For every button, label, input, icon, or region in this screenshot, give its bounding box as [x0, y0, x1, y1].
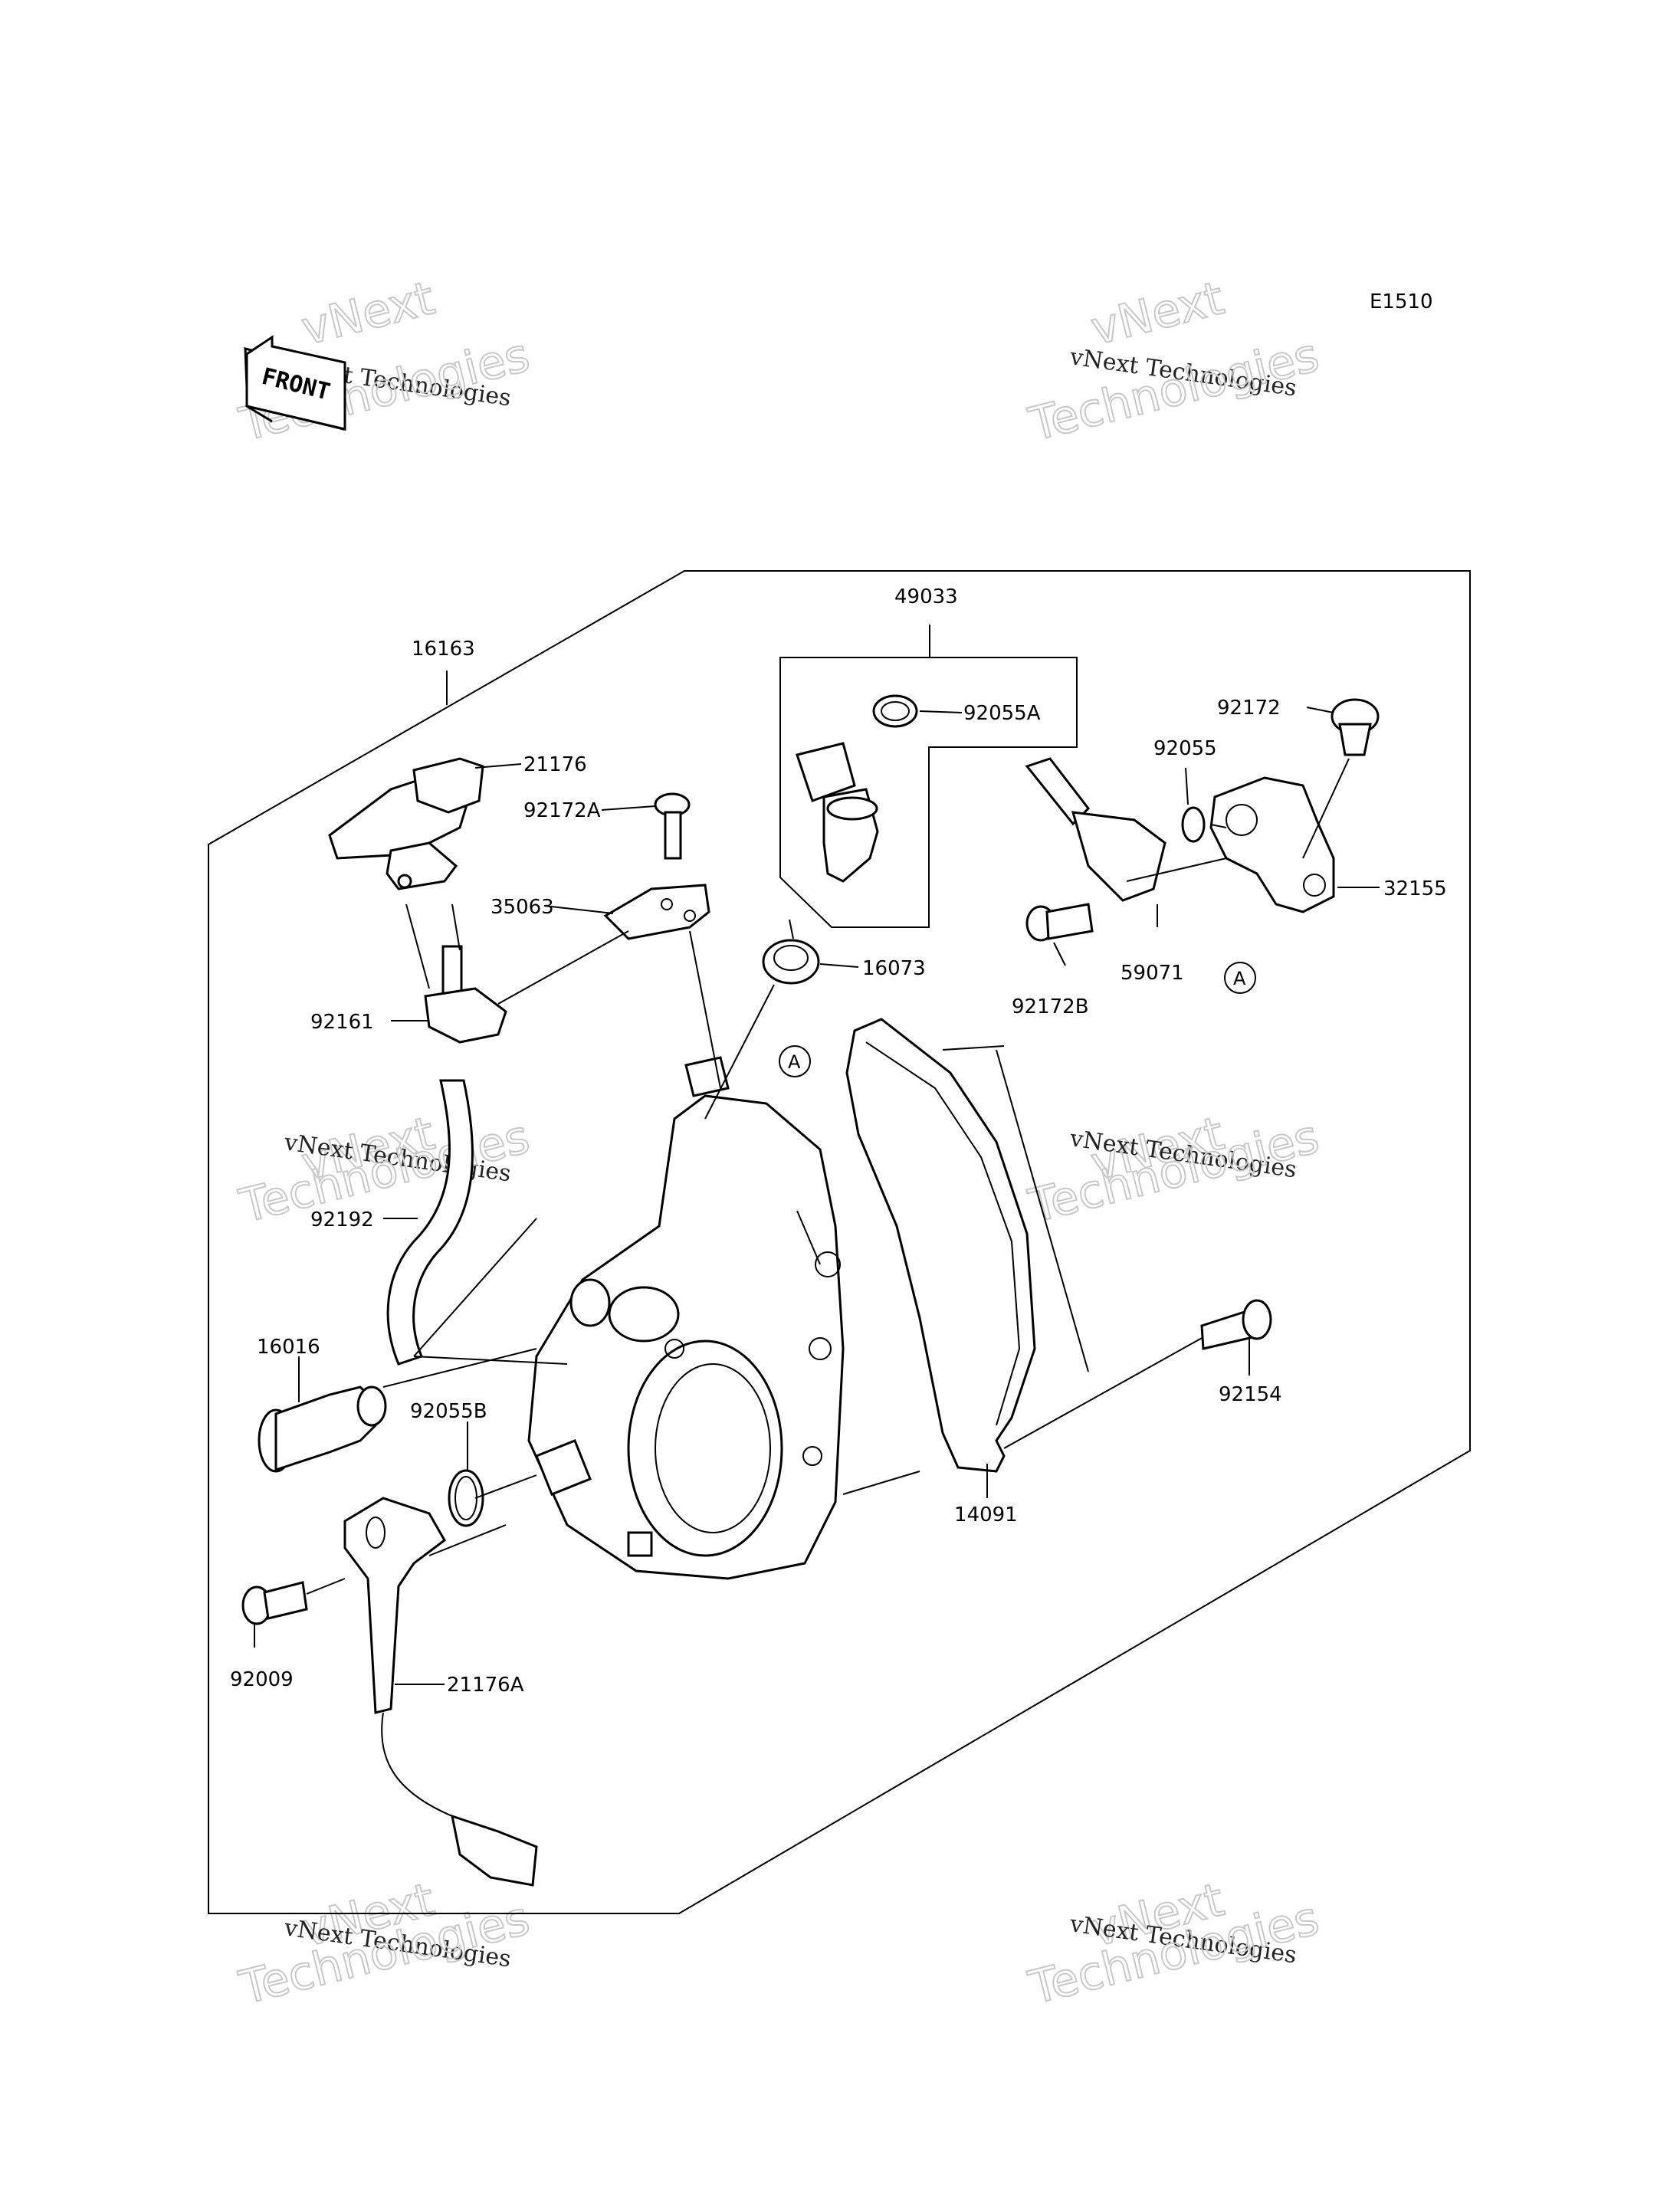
label-16016: 16016 [257, 1336, 320, 1359]
label-92154: 92154 [1219, 1383, 1282, 1406]
label-35063: 35063 [491, 896, 554, 919]
bracket-32155 [1209, 776, 1335, 913]
label-92055B: 92055B [410, 1400, 487, 1423]
injector [796, 742, 879, 883]
part-92161 [424, 945, 507, 1044]
ref-marker-a-center: A [779, 1045, 811, 1077]
label-49033: 49033 [894, 585, 958, 608]
label-59071: 59071 [1121, 962, 1184, 985]
screw-92172 [1331, 698, 1380, 756]
label-92055A: 92055A [963, 702, 1041, 725]
label-92009: 92009 [230, 1668, 294, 1691]
hose-92192 [386, 1079, 474, 1366]
label-16163: 16163 [412, 638, 475, 661]
label-92055: 92055 [1153, 737, 1217, 760]
svg-text:vNext: vNext [297, 271, 440, 356]
label-32155: 32155 [1383, 877, 1447, 900]
throttle-body [527, 1056, 845, 1580]
oring-92055A [872, 694, 918, 728]
watermark-bottom-left: vNext vNext Technologies Technologies [234, 1872, 536, 2016]
label-92161: 92161 [310, 1011, 374, 1034]
assembly-outline [208, 570, 1471, 1914]
front-arrow-icon: FRONT [244, 335, 346, 431]
label-92172B: 92172B [1012, 995, 1089, 1018]
ref-marker-a-right: A [1224, 962, 1256, 994]
screw-92172A [654, 792, 691, 860]
screw-16016 [258, 1385, 387, 1473]
svg-text:vNext: vNext [1086, 271, 1229, 356]
svg-text:A: A [1233, 968, 1246, 989]
bolt-92009 [241, 1581, 308, 1625]
seal-16073 [762, 939, 820, 985]
sensor-21176A [343, 1497, 538, 1887]
label-21176A: 21176A [447, 1674, 524, 1697]
bolt-92172B [1025, 903, 1094, 942]
watermark-bottom-right: vNext vNext Technologies Technologies [1023, 1872, 1325, 2016]
diagram-code: E1510 [1370, 290, 1433, 313]
watermark-mid-left: vNext vNext Technologies Technologies [234, 1106, 536, 1235]
svg-text:Technologies: Technologies [1024, 328, 1324, 451]
sensor-59071 [1025, 757, 1166, 902]
label-92172A: 92172A [523, 799, 601, 822]
injector-kit-box [779, 625, 1078, 928]
label-16073: 16073 [862, 957, 926, 980]
label-92172: 92172 [1217, 697, 1281, 720]
oring-92055B [448, 1469, 484, 1527]
label-21176: 21176 [523, 753, 587, 776]
bracket-35063 [603, 884, 710, 940]
label-14091: 14091 [954, 1503, 1018, 1526]
bolt-92154 [1200, 1299, 1272, 1350]
watermark-mid-right: vNext vNext Technologies Technologies [1023, 1106, 1325, 1235]
oring-92055 [1181, 806, 1206, 843]
label-92192: 92192 [310, 1208, 374, 1231]
sensor-21176 [328, 757, 484, 890]
svg-text:A: A [788, 1051, 801, 1073]
leader-lines [254, 671, 1380, 1685]
gasket-14091 [845, 1018, 1036, 1473]
watermark-top-right: vNext vNext Technologies Technologies [1023, 271, 1325, 453]
